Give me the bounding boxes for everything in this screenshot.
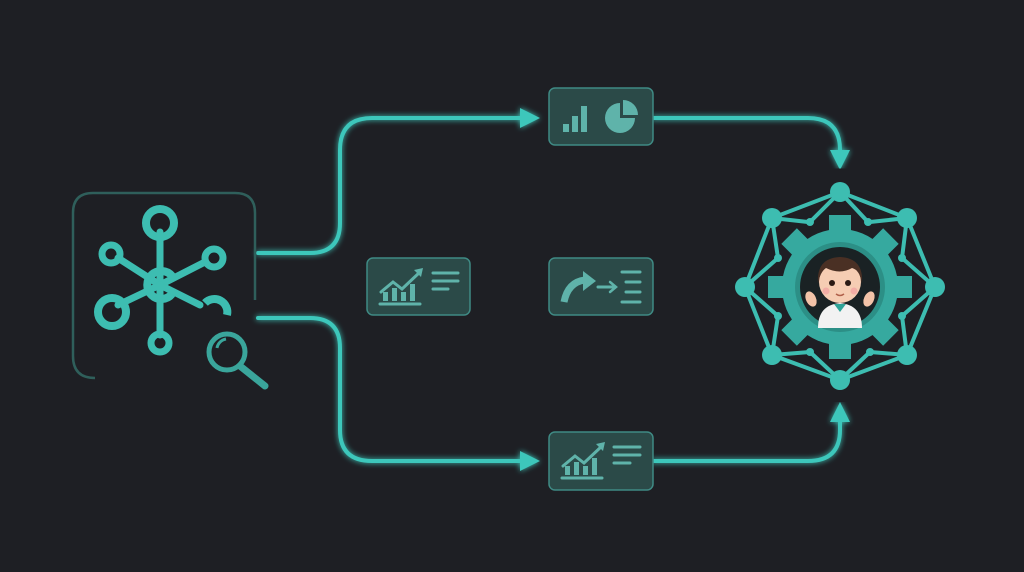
middle-card-2 bbox=[548, 257, 654, 316]
connectors bbox=[256, 108, 850, 471]
edge-source-top bbox=[256, 108, 540, 255]
growth-chart-icon bbox=[560, 442, 605, 480]
pie-chart-icon bbox=[605, 100, 638, 133]
target-node bbox=[735, 182, 945, 390]
text-lines-icon bbox=[612, 445, 642, 465]
child-avatar bbox=[805, 257, 875, 328]
logo-letter-c bbox=[143, 267, 176, 303]
text-lines-icon bbox=[431, 271, 460, 291]
network-hub-icon bbox=[94, 205, 232, 356]
edge-source-bottom bbox=[256, 316, 540, 471]
source-frame bbox=[71, 191, 257, 380]
edge-top-target bbox=[651, 116, 850, 170]
edge-bottom-target bbox=[651, 402, 850, 463]
magnifier-icon bbox=[206, 331, 269, 390]
top-card bbox=[548, 87, 654, 146]
network-node-dots bbox=[735, 182, 945, 390]
bar-chart-icon bbox=[563, 106, 587, 132]
source-node bbox=[71, 191, 269, 390]
bottom-card bbox=[548, 431, 654, 491]
middle-card-1 bbox=[366, 257, 471, 316]
arrow-to-list-icon bbox=[596, 270, 642, 304]
growth-chart-icon bbox=[378, 268, 423, 306]
curved-arrow-icon bbox=[560, 271, 596, 303]
